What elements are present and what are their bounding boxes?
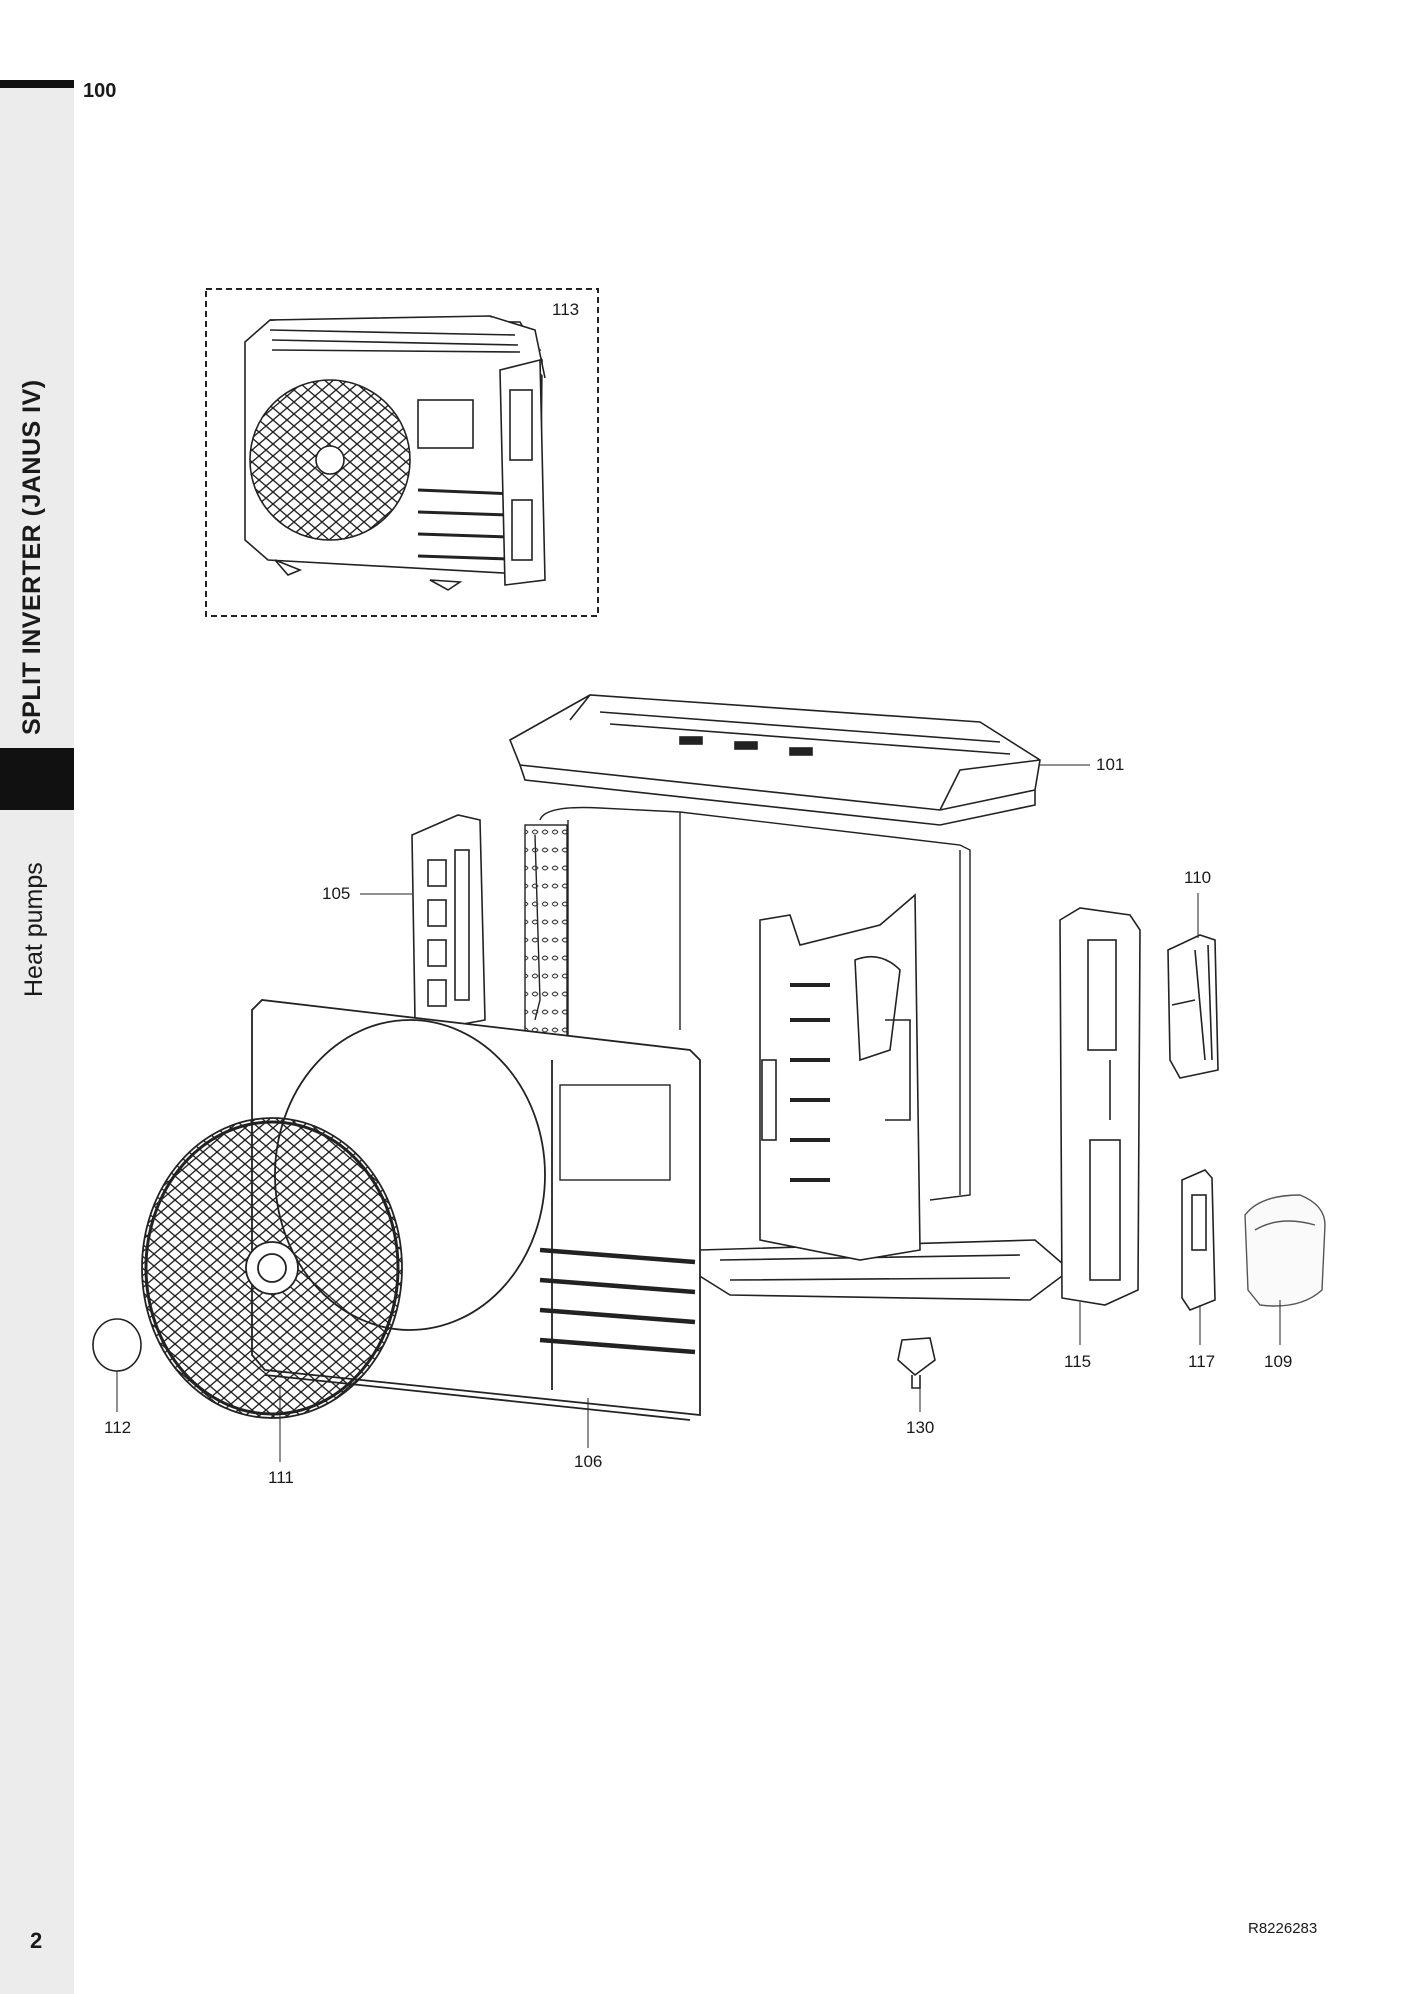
base-tray-and-partition <box>688 893 1072 1301</box>
callout-109: 109 <box>1264 1352 1293 1371</box>
callout-112: 112 <box>104 1418 132 1437</box>
callout-113: 113 <box>552 300 580 319</box>
callout-110: 110 <box>1184 868 1212 887</box>
callout-leaders <box>116 764 1281 1462</box>
terminal-cover-part <box>1244 1194 1326 1307</box>
terminal-board-part <box>1181 1169 1216 1311</box>
callout-101: 101 <box>1096 755 1125 774</box>
assembled-unit-inset <box>205 288 599 617</box>
rear-side-panel-part <box>411 814 486 1031</box>
heat-exchanger-coil <box>524 806 971 1201</box>
sidebar-strip <box>0 80 74 1994</box>
right-side-panel-part <box>1059 907 1141 1306</box>
top-cover-part <box>508 694 1041 826</box>
cap-part <box>92 1318 142 1372</box>
callout-117: 117 <box>1188 1352 1216 1371</box>
foot-part <box>897 1337 936 1389</box>
callout-115: 115 <box>1064 1352 1092 1371</box>
callout-111: 111 <box>268 1468 294 1487</box>
callout-105: 105 <box>322 884 351 903</box>
page-number: 2 <box>30 1928 43 1953</box>
fan-grille-part <box>141 1117 403 1419</box>
section-number: 100 <box>83 80 117 102</box>
sidebar-top-bar <box>0 80 74 88</box>
callout-130: 130 <box>906 1418 935 1437</box>
valve-cover-part <box>1167 934 1219 1079</box>
sidebar-marker <box>0 748 74 810</box>
document-code: R8226283 <box>1248 1920 1318 1937</box>
callout-106: 106 <box>574 1452 603 1471</box>
